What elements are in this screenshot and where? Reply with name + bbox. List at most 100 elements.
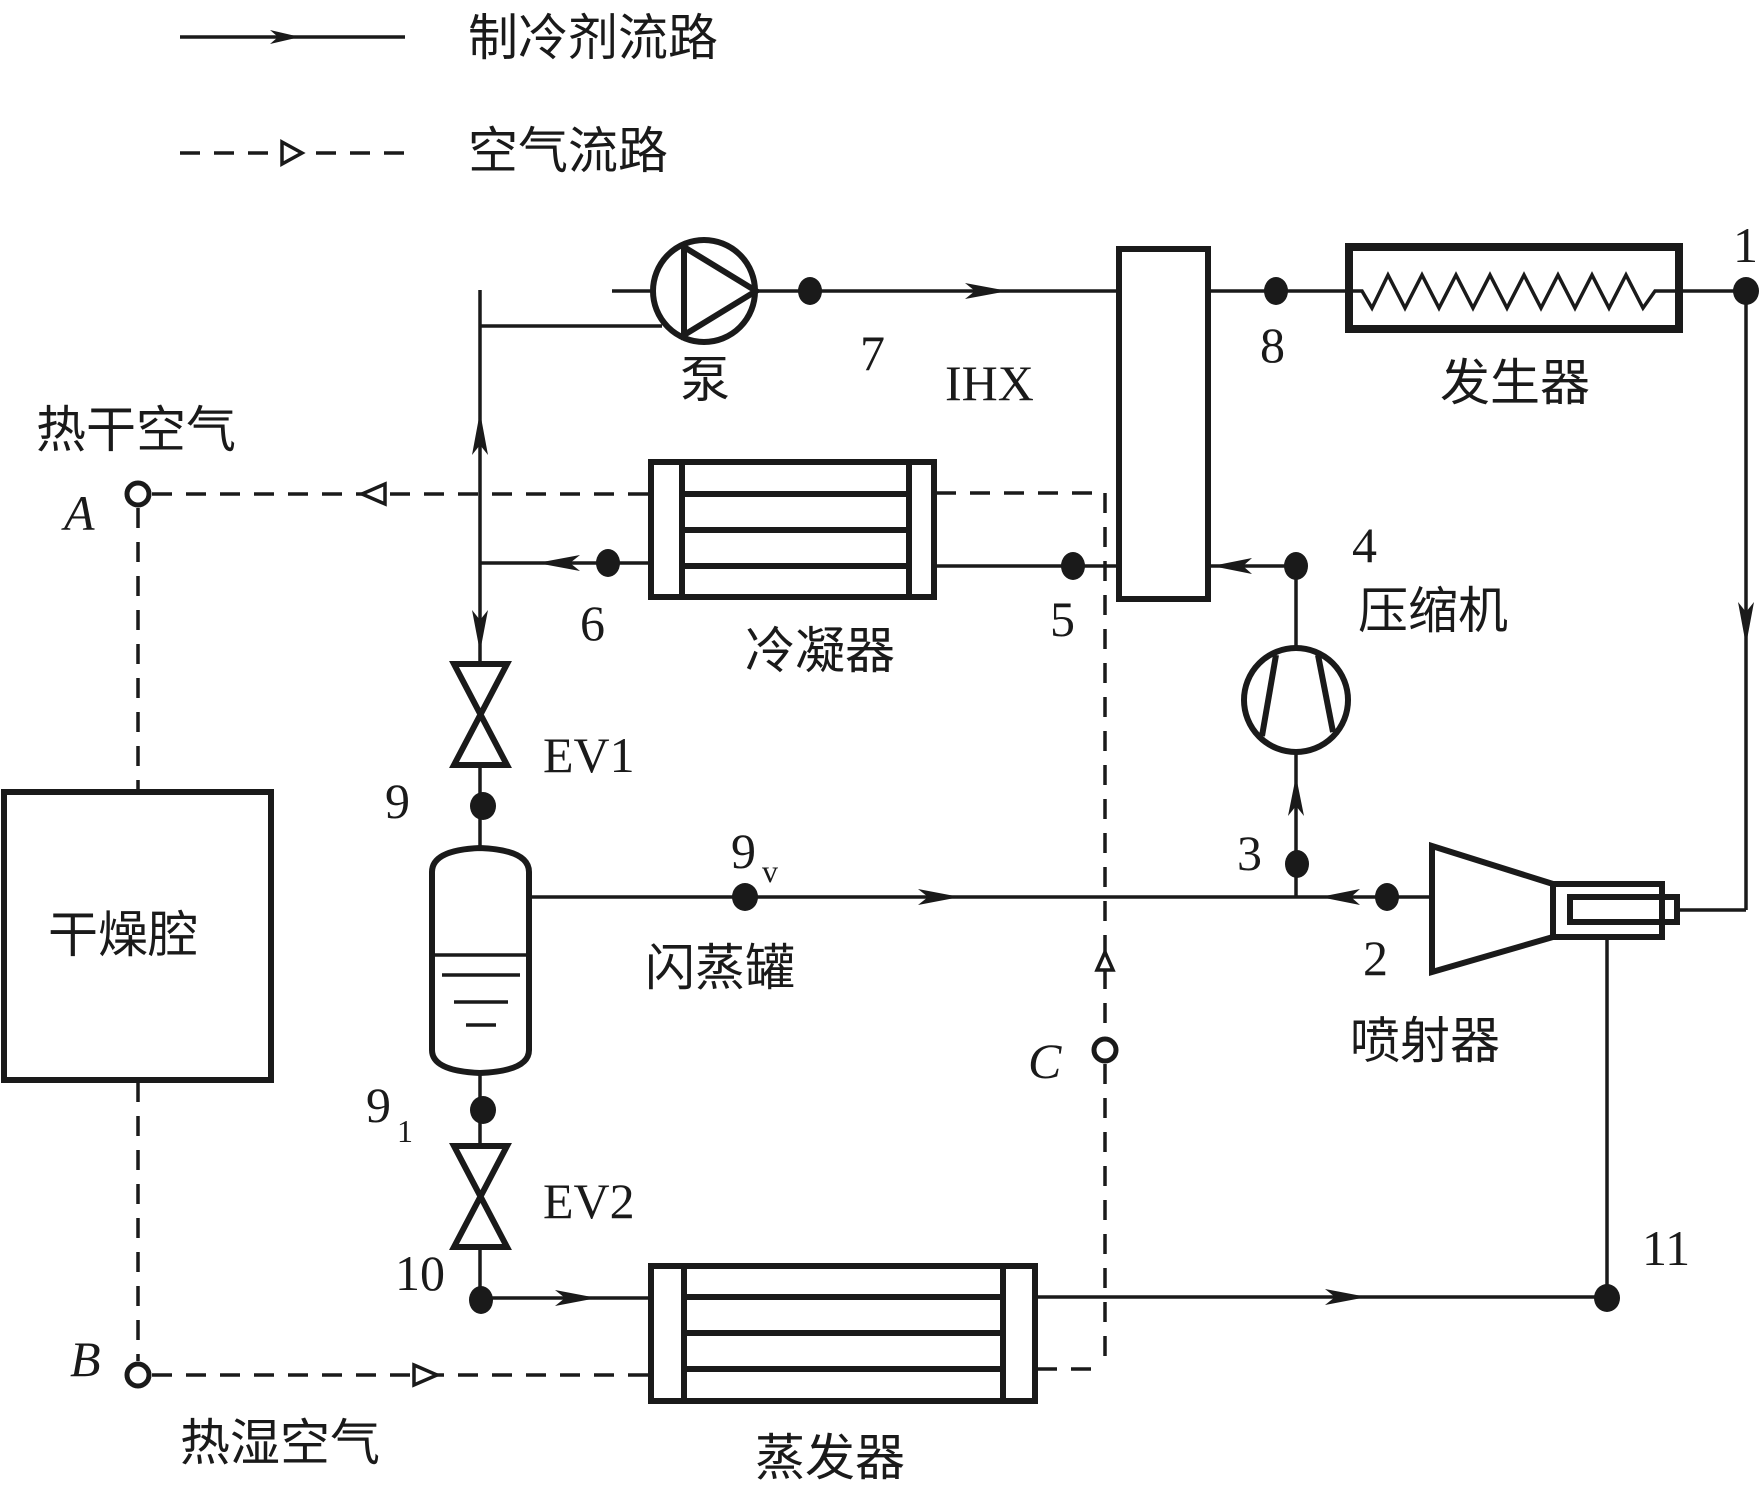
state-node-2 <box>1375 883 1399 911</box>
hot-dry-air-label: 热干空气 <box>36 401 236 459</box>
compressor-circle-icon <box>1241 645 1351 755</box>
flow-arrow-down-icon <box>472 610 488 652</box>
evaporator-label: 蒸发器 <box>755 1429 905 1487</box>
state-label-91: 9 <box>366 1077 391 1133</box>
ejector-mixing-chamber <box>1550 881 1665 940</box>
legend-air-flow: 空气流路 <box>180 122 668 180</box>
condenser-box <box>648 459 937 600</box>
port-b <box>124 1361 152 1389</box>
ihx-label: IHX <box>945 355 1034 411</box>
ihx-box <box>1116 246 1211 602</box>
port-a <box>124 480 152 508</box>
valve-icon <box>449 1143 512 1250</box>
state-points <box>469 277 1759 1314</box>
state-label-91-subscript: 1 <box>397 1113 413 1149</box>
ejector: 喷射器 <box>1350 841 1680 1070</box>
flow-arrow-right-icon <box>918 889 960 905</box>
flow-arrow-down-icon <box>1738 602 1754 645</box>
port-b-label: B <box>70 1331 101 1387</box>
flow-arrow-icon <box>965 283 1008 299</box>
state-labels: 1 2 3 4 5 6 7 8 9 9 v 9 1 10 11 <box>366 217 1758 1301</box>
state-label-2: 2 <box>1363 930 1388 986</box>
state-label-11: 11 <box>1642 1220 1690 1276</box>
refrigerant-pipes <box>472 283 1754 1306</box>
legend-solid-arrow-icon <box>270 30 300 44</box>
pump-triangle-icon <box>681 244 762 341</box>
legend-refrigerant-label: 制冷剂流路 <box>468 9 718 67</box>
legend-refrigerant-flow: 制冷剂流路 <box>180 9 718 67</box>
state-label-8: 8 <box>1260 317 1285 373</box>
flow-arrow-left-icon <box>1212 558 1252 574</box>
state-label-9v-subscript: v <box>762 853 778 889</box>
ev1-label: EV1 <box>543 727 635 783</box>
state-label-6: 6 <box>580 595 605 651</box>
state-node-91 <box>470 1096 496 1124</box>
hot-humid-air-label: 热湿空气 <box>180 1414 380 1472</box>
evaporator-box <box>648 1263 1038 1404</box>
state-node-9v <box>732 883 758 911</box>
air-arrow-right-icon <box>412 1362 442 1388</box>
flash-tank-vessel <box>429 844 532 1077</box>
compressor: 压缩机 <box>1241 582 1508 755</box>
state-label-10: 10 <box>395 1245 445 1301</box>
flow-arrow-up-icon <box>472 412 488 455</box>
drying-chamber: 干燥腔 <box>1 789 274 1083</box>
pump: 泵 <box>650 237 762 409</box>
expansion-valve-1: EV1 <box>449 661 635 783</box>
ejector-diffuser <box>1429 841 1556 976</box>
flash-tank: 闪蒸罐 <box>429 844 795 1077</box>
ihx: IHX <box>945 246 1211 602</box>
state-node-10 <box>469 1286 493 1314</box>
port-c-label: C <box>1028 1033 1062 1089</box>
legend-hollow-arrow-icon <box>280 139 306 167</box>
compressor-blade-icon <box>1315 654 1336 733</box>
state-label-3: 3 <box>1237 825 1262 881</box>
state-node-4 <box>1284 552 1308 580</box>
generator-label: 发生器 <box>1440 354 1590 412</box>
ejector-nozzle <box>1567 894 1680 925</box>
state-node-1 <box>1733 277 1759 305</box>
compressor-blade-icon <box>1259 654 1279 737</box>
air-path: A B C 热干空气 热湿空气 <box>36 401 1119 1472</box>
state-label-5: 5 <box>1050 591 1075 647</box>
flash-tank-label: 闪蒸罐 <box>645 939 795 997</box>
state-label-9: 9 <box>385 773 410 829</box>
condenser-label: 冷凝器 <box>745 622 895 680</box>
generator: 发生器 <box>1345 243 1683 412</box>
state-node-9 <box>470 792 496 820</box>
condenser: 冷凝器 <box>648 459 937 680</box>
state-label-4: 4 <box>1352 517 1377 573</box>
air-arrow-up-icon <box>1094 947 1116 972</box>
legend-air-label: 空气流路 <box>468 122 668 180</box>
drying-chamber-box <box>1 789 274 1083</box>
port-a-label: A <box>61 485 95 541</box>
flow-arrow-left-icon <box>537 555 580 571</box>
legend: 制冷剂流路 空气流路 <box>180 9 718 180</box>
ev2-label: EV2 <box>543 1173 635 1229</box>
state-node-8 <box>1264 277 1288 305</box>
pump-circle-icon <box>650 237 758 345</box>
evaporator: 蒸发器 <box>648 1263 1038 1487</box>
pump-label: 泵 <box>680 351 730 409</box>
heating-coil-icon <box>1347 271 1680 312</box>
ejector-label: 喷射器 <box>1350 1012 1500 1070</box>
state-node-7 <box>798 277 822 305</box>
flow-arrow-right-icon <box>555 1290 597 1306</box>
valve-icon <box>449 661 512 768</box>
port-c <box>1091 1036 1119 1064</box>
flow-arrow-right-icon <box>1325 1289 1367 1305</box>
compressor-label: 压缩机 <box>1358 582 1508 640</box>
air-arrow-left-icon <box>357 481 387 507</box>
state-label-1: 1 <box>1733 217 1758 273</box>
expansion-valve-2: EV2 <box>449 1143 635 1250</box>
generator-box <box>1345 243 1683 333</box>
state-node-3 <box>1285 850 1309 878</box>
flow-arrow-left-icon <box>1320 889 1360 905</box>
drying-chamber-label: 干燥腔 <box>48 906 198 964</box>
state-label-7: 7 <box>860 325 885 381</box>
state-node-5 <box>1061 552 1085 580</box>
flow-arrow-up-icon <box>1288 776 1304 816</box>
state-node-6 <box>596 549 620 577</box>
state-label-9v: 9 <box>731 823 756 879</box>
